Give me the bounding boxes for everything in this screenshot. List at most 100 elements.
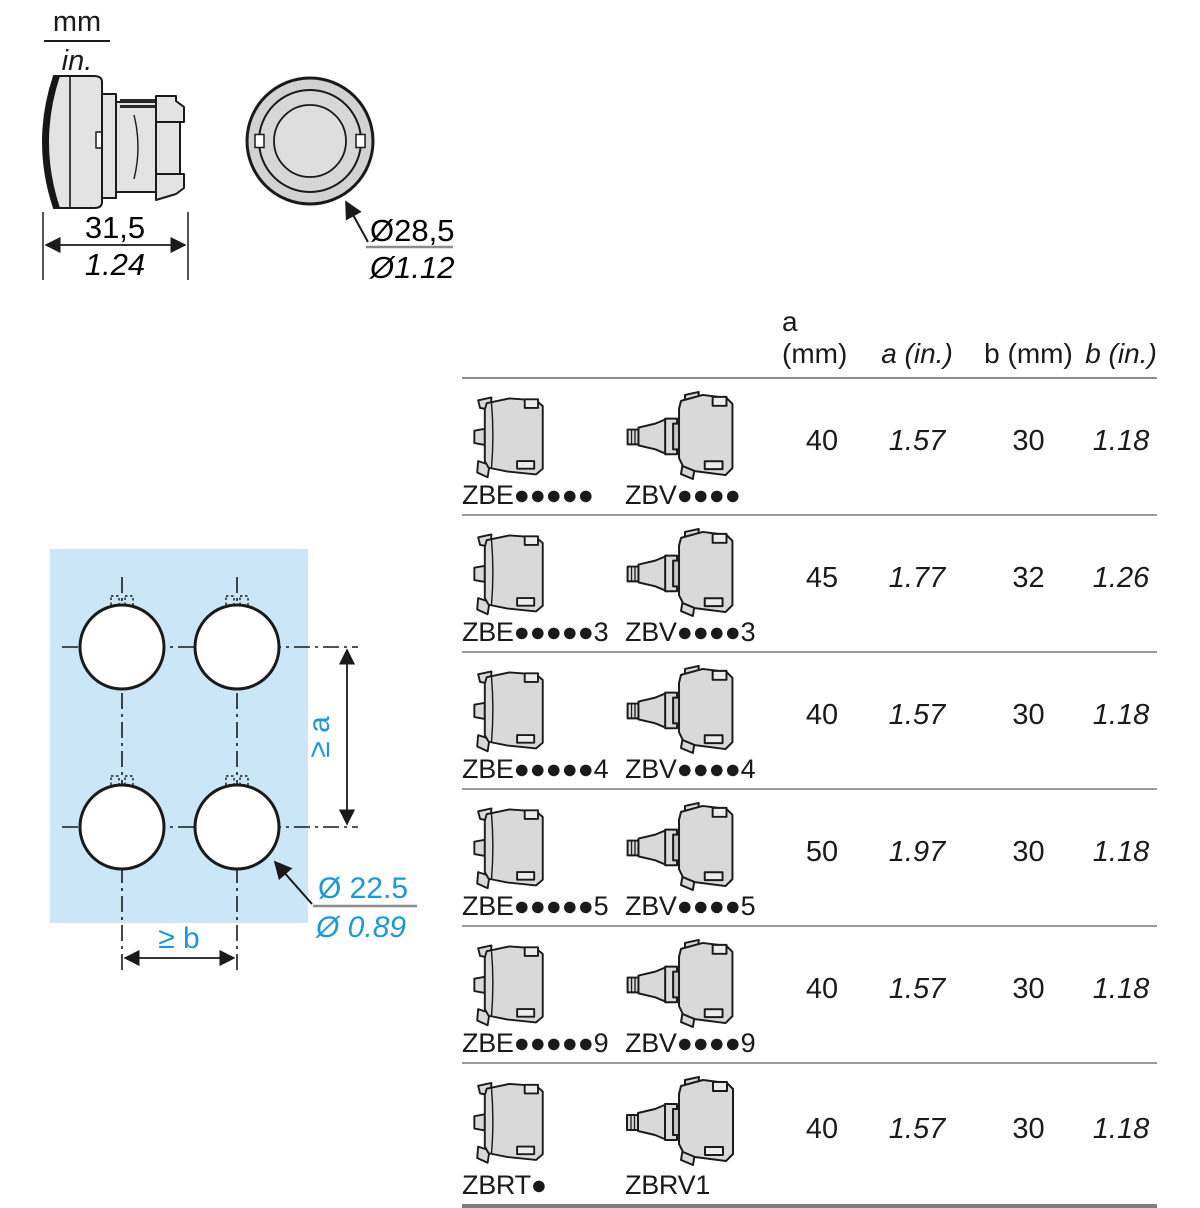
table-body: ZBE●●●●● ZBV●●●● 40 1.57 30 1.18 ZBE●●●●… [462,379,1157,1208]
panel-cutout-area [50,549,308,923]
reference-right: ZBRV1 [625,1064,782,1204]
contact-block-figure-icon [473,807,544,890]
anti-rotation-notches [110,595,249,786]
value-b-mm: 30 [1012,836,1045,868]
reference-right: ZBV●●●●9 [625,927,782,1062]
value-b-in: 1.26 [1092,562,1150,594]
reference-cell: ZBE●●●●●3 ZBV●●●●3 [462,516,782,651]
value-b-in: 1.18 [1092,836,1150,868]
reference-right-label: ZBV●●●●9 [625,1028,756,1058]
value-a-mm: 40 [805,973,839,1005]
table-row: ZBE●●●●● ZBV●●●● 40 1.57 30 1.18 [462,379,1157,516]
contact-block-figure-icon [473,1081,544,1164]
value-b-mm: 30 [1012,425,1045,457]
pushbutton-front-face [245,76,375,206]
unit-indicator: mm in. [44,5,110,78]
value-b-in: 1.18 [1092,1112,1150,1145]
reference-cell: ZBE●●●●●9 ZBV●●●●9 [462,927,782,1062]
reference-left-label: ZBE●●●●● [462,480,594,510]
reference-cell: ZBE●●●●●4 ZBV●●●●4 [462,653,782,788]
value-a-mm: 40 [805,425,839,457]
value-a-mm: 40 [805,1112,839,1145]
value-a-in: 1.57 [888,425,946,457]
front-diameter-in: Ø1.12 [369,250,454,285]
mounting-drilling-diagram: ≥ a ≥ b Ø 22.5 Ø 0.89 [50,549,417,972]
contact-block-figure-icon [473,396,544,479]
header-a-mm: a (mm) [782,306,848,369]
contact-block-figure-icon [473,533,544,616]
reference-left-label: ZBE●●●●●3 [462,617,609,647]
side-view-drawing: 31,5 1.24 [42,75,189,282]
reference-right: ZBV●●●●3 [625,516,782,651]
front-view-drawing: Ø28,5 Ø1.12 [245,76,454,285]
drill-holes [78,603,281,871]
contact-block-plunger-figure-icon [626,801,734,891]
value-a-mm: 50 [805,836,839,868]
value-a-in: 1.97 [888,836,946,868]
reference-right: ZBV●●●●5 [625,790,782,925]
reference-left: ZBE●●●●● [462,379,625,514]
reference-right-label: ZBRV1 [625,1170,711,1200]
reference-right-label: ZBV●●●●3 [625,617,756,647]
reference-left-label: ZBRT● [462,1170,547,1200]
reference-left-label: ZBE●●●●●5 [462,891,609,921]
hole-diameter-leader-arrow [273,860,313,905]
value-a-in: 1.57 [888,973,946,1005]
reference-right-label: ZBV●●●● [625,480,741,510]
side-width-in: 1.24 [85,247,145,282]
table-row: ZBE●●●●●9 ZBV●●●●9 40 1.57 30 1.18 [462,927,1157,1064]
value-b-in: 1.18 [1092,699,1150,731]
value-a-in: 1.77 [888,562,946,594]
contact-block-figure-icon [473,670,544,753]
hole-diameter-mm: Ø 22.5 [318,872,408,905]
reference-cell: ZBE●●●●● ZBV●●●● [462,379,782,514]
front-diameter-mm: Ø28,5 [370,213,454,248]
value-a-mm: 45 [805,562,839,594]
value-b-in: 1.18 [1092,973,1150,1005]
dimensions-table: a (mm) a (in.) b (mm) b (in.) ZBE●●●●● Z… [462,306,1157,1208]
header-b-in: b (in.) [1085,338,1157,369]
reference-cell: ZBRT● ZBRV1 [462,1064,782,1204]
table-row: ZBE●●●●●4 ZBV●●●●4 40 1.57 30 1.18 [462,653,1157,790]
table-row: ZBE●●●●●3 ZBV●●●●3 45 1.77 32 1.26 [462,516,1157,653]
value-b-in: 1.18 [1092,425,1150,457]
value-b-mm: 30 [1012,699,1045,731]
reference-right: ZBV●●●● [625,379,782,514]
table-row: ZBE●●●●●5 ZBV●●●●5 50 1.97 30 1.18 [462,790,1157,927]
contact-block-plunger-figure-icon [626,527,734,617]
hole-diameter-in: Ø 0.89 [315,911,406,944]
unit-metric-label: mm [44,5,110,42]
reference-left-label: ZBE●●●●●4 [462,754,609,784]
reference-left: ZBE●●●●●9 [462,927,625,1062]
reference-left-label: ZBE●●●●●9 [462,1028,609,1058]
header-refs-spacer [462,335,782,377]
reference-left: ZBE●●●●●3 [462,516,625,651]
header-a-in: a (in.) [881,338,953,369]
reference-left: ZBE●●●●●5 [462,790,625,925]
reference-left: ZBRT● [462,1064,625,1204]
reference-cell: ZBE●●●●●5 ZBV●●●●5 [462,790,782,925]
unit-imperial-label: in. [61,45,93,77]
contact-block-plunger-figure-icon [626,390,734,480]
reference-right-label: ZBV●●●●5 [625,891,756,921]
side-view-dimension-lines [42,212,189,280]
value-a-in: 1.57 [888,1112,946,1145]
value-b-mm: 30 [1012,1112,1045,1145]
table-row: ZBRT● ZBRV1 40 1.57 30 1.18 [462,1064,1157,1208]
contact-block-plunger-figure-icon [626,664,734,754]
reference-right: ZBV●●●●4 [625,653,782,788]
reference-right-label: ZBV●●●●4 [625,754,756,784]
side-width-mm: 31,5 [85,210,145,245]
contact-block-plunger-figure-icon [626,938,734,1028]
contact-block-plunger-figure-icon [626,1076,734,1166]
pushbutton-side-profile [42,75,185,209]
header-b-mm: b (mm) [984,338,1073,369]
contact-block-figure-icon [473,944,544,1027]
value-a-in: 1.57 [888,699,946,731]
value-b-mm: 32 [1012,562,1045,594]
table-header-row: a (mm) a (in.) b (mm) b (in.) [462,306,1157,379]
value-a-mm: 40 [805,699,839,731]
vertical-pitch-label: ≥ a [303,716,336,758]
horizontal-pitch-label: ≥ b [158,922,199,955]
diameter-leader-arrow [345,200,369,243]
